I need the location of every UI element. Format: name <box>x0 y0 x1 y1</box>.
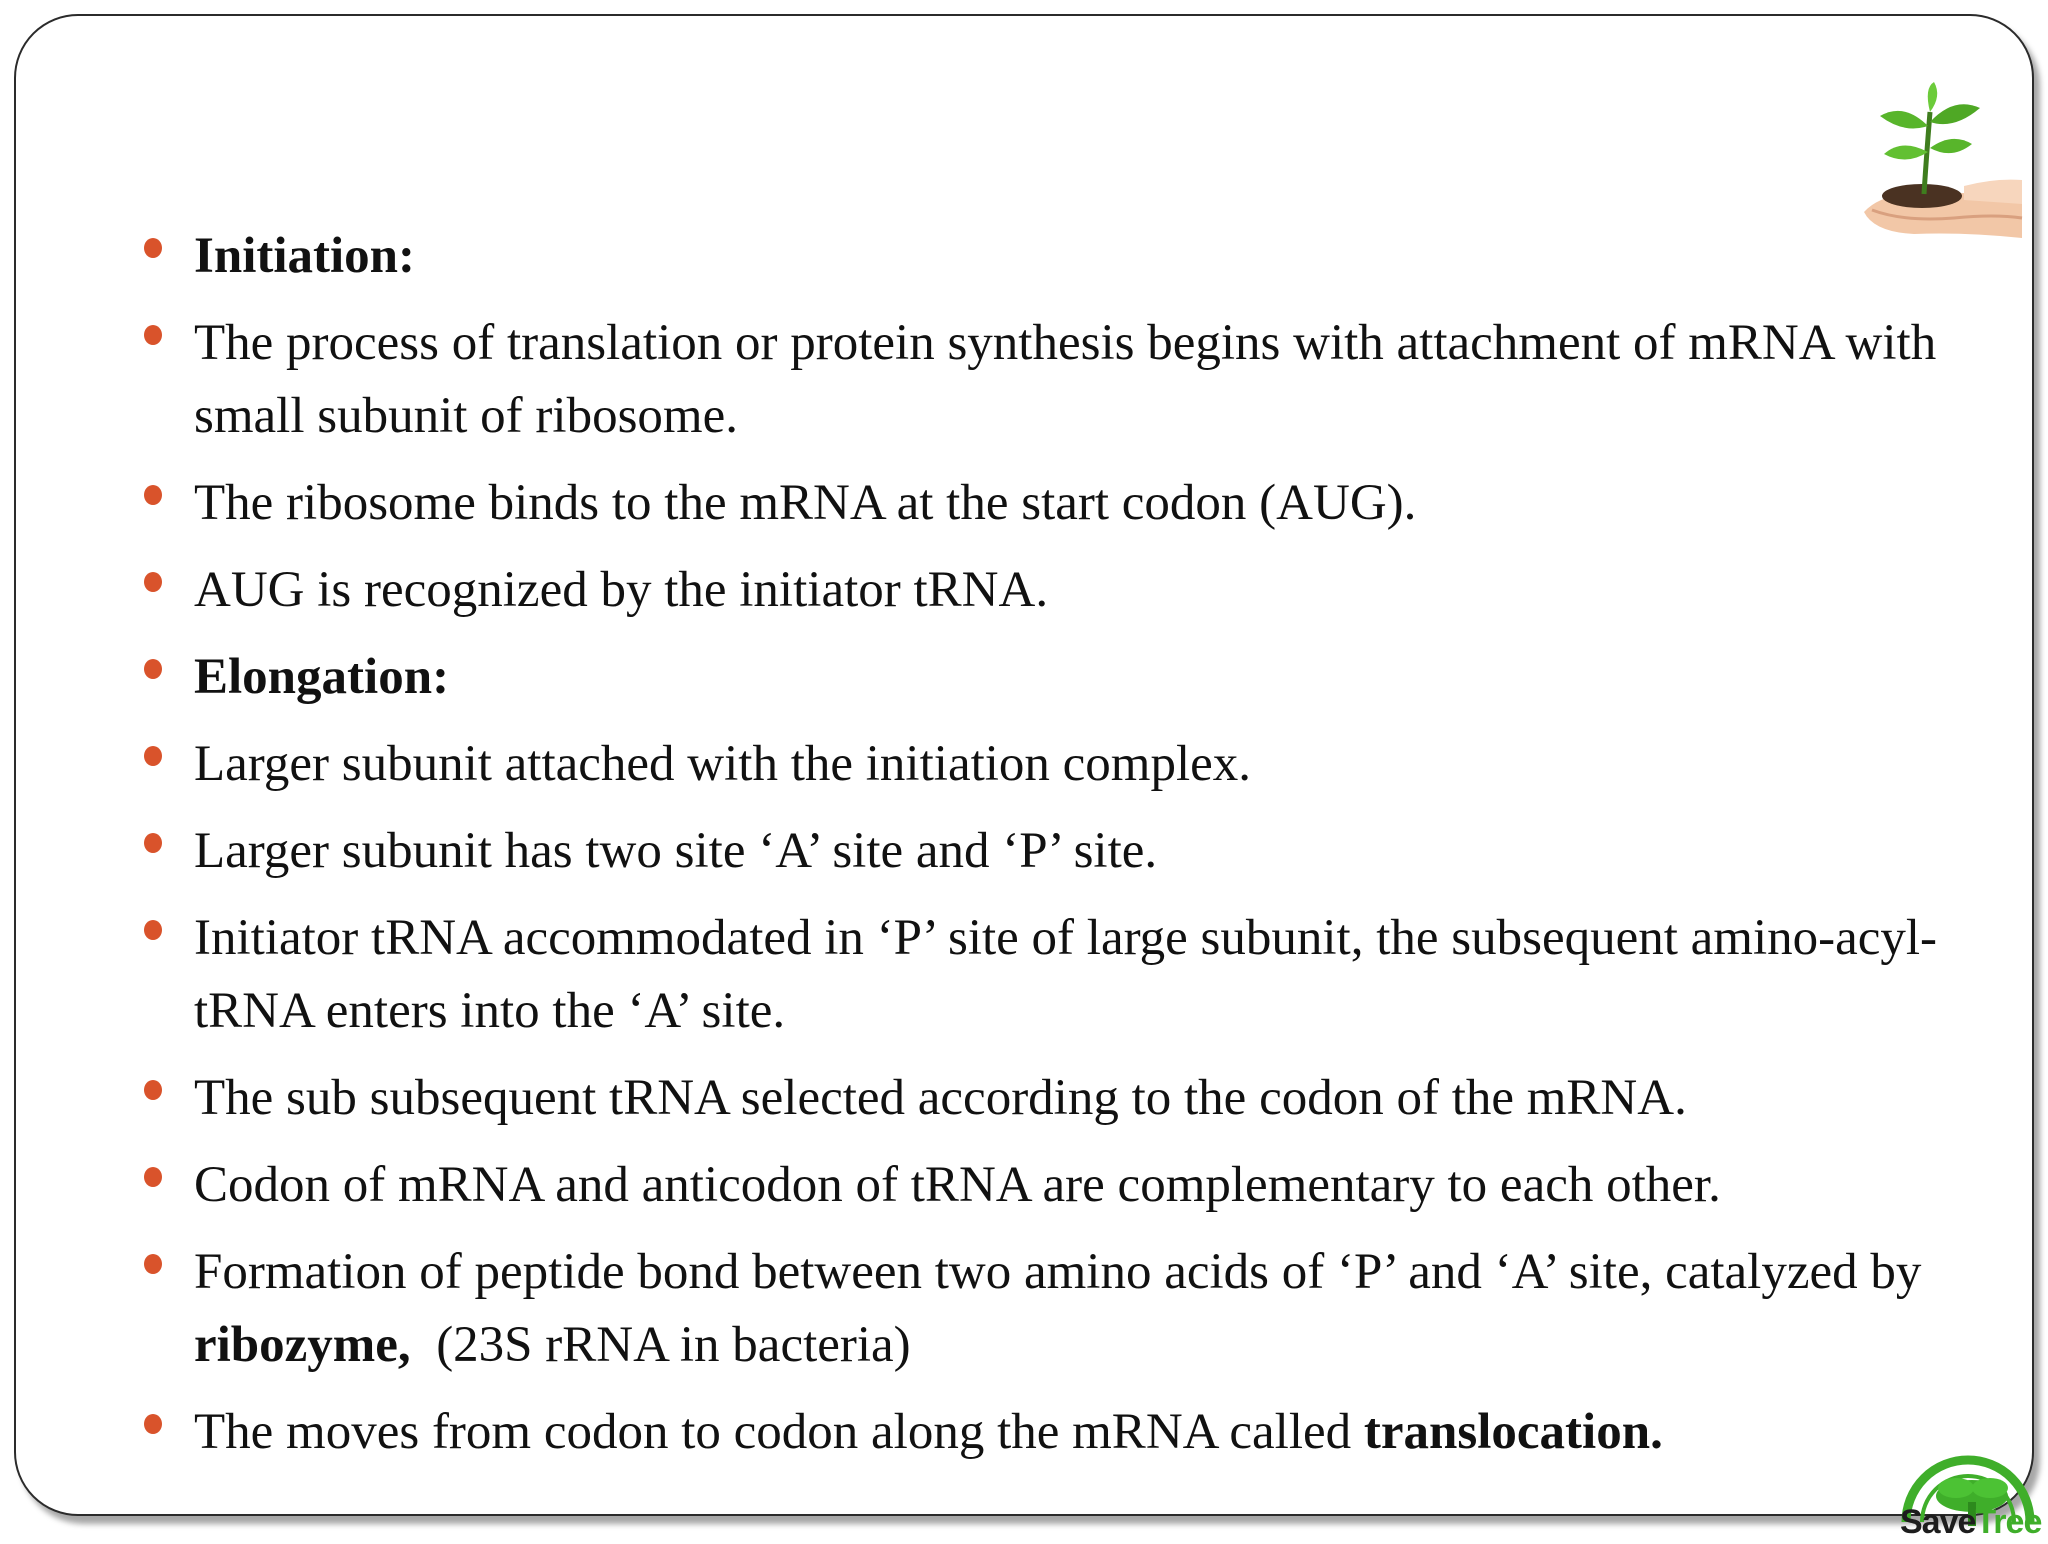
bullet-text: The sub subsequent tRNA selected accordi… <box>194 1070 1687 1126</box>
bullet-text: The moves from codon to codon along the … <box>194 1404 1364 1460</box>
bullet-dot <box>144 572 162 592</box>
bullet-text: The process of translation or protein sy… <box>194 315 1937 444</box>
bullet-text: (23S rRNA in bacteria) <box>410 1317 911 1373</box>
bullet-item: The process of translation or protein sy… <box>136 307 1996 453</box>
plant-in-hands-image <box>1864 82 2023 238</box>
save-tree-logo-icon <box>1901 1455 2035 1526</box>
logo-word-save: Save <box>1900 1503 1976 1541</box>
bullet-text: Initiator tRNA accommodated in ‘P’ site … <box>194 910 1938 1039</box>
bullet-item-elongation-heading: Elongation: <box>136 641 1996 714</box>
bullet-dot <box>144 238 162 258</box>
logo-word-tree: Tree <box>1975 1503 2042 1541</box>
bullet-item: The moves from codon to codon along the … <box>136 1396 1996 1469</box>
bullet-item: Codon of mRNA and anticodon of tRNA are … <box>136 1149 1996 1222</box>
bullet-item-initiation-heading: Initiation: <box>136 220 1996 293</box>
bullet-text: AUG is recognized by the initiator tRNA. <box>194 562 1049 618</box>
bullet-dot <box>144 325 162 345</box>
bullet-dot <box>144 833 162 853</box>
bullet-item: The sub subsequent tRNA selected accordi… <box>136 1062 1996 1135</box>
bullet-dot <box>144 1254 162 1274</box>
bullet-dot <box>144 1080 162 1100</box>
bullet-item: Larger subunit has two site ‘A’ site and… <box>136 815 1996 888</box>
bullet-text: The ribosome binds to the mRNA at the st… <box>194 475 1417 531</box>
bullet-item: The ribosome binds to the mRNA at the st… <box>136 467 1996 540</box>
bullet-text: Initiation: <box>194 228 416 284</box>
bullet-text-bold-ribozyme: ribozyme, <box>194 1317 411 1373</box>
bullet-dot <box>144 1167 162 1187</box>
bullet-text: Larger subunit has two site ‘A’ site and… <box>194 823 1158 879</box>
slide-frame: Initiation: The process of translation o… <box>14 14 2042 1541</box>
bullet-dot <box>144 746 162 766</box>
bullet-dot <box>144 485 162 505</box>
bullet-text: Larger subunit attached with the initiat… <box>194 736 1252 792</box>
logo-text: SaveTree <box>1900 1503 2042 1542</box>
bullet-item: Initiator tRNA accommodated in ‘P’ site … <box>136 902 1996 1048</box>
bullet-text-bold-translocation: translocation. <box>1363 1404 1663 1460</box>
bullet-list: Initiation: The process of translation o… <box>136 220 1996 1483</box>
bullet-item: AUG is recognized by the initiator tRNA. <box>136 554 1996 627</box>
bullet-dot <box>144 1414 162 1434</box>
bullet-text: Elongation: <box>194 649 450 705</box>
bullet-dot <box>144 920 162 940</box>
bullet-item: Larger subunit attached with the initiat… <box>136 728 1996 801</box>
bullet-item: Formation of peptide bond between two am… <box>136 1236 1996 1382</box>
bullet-dot <box>144 659 162 679</box>
bullet-text: Codon of mRNA and anticodon of tRNA are … <box>194 1157 1721 1213</box>
save-tree-logo: SaveTree <box>1892 1452 2048 1544</box>
bullet-text: Formation of peptide bond between two am… <box>194 1244 1922 1300</box>
